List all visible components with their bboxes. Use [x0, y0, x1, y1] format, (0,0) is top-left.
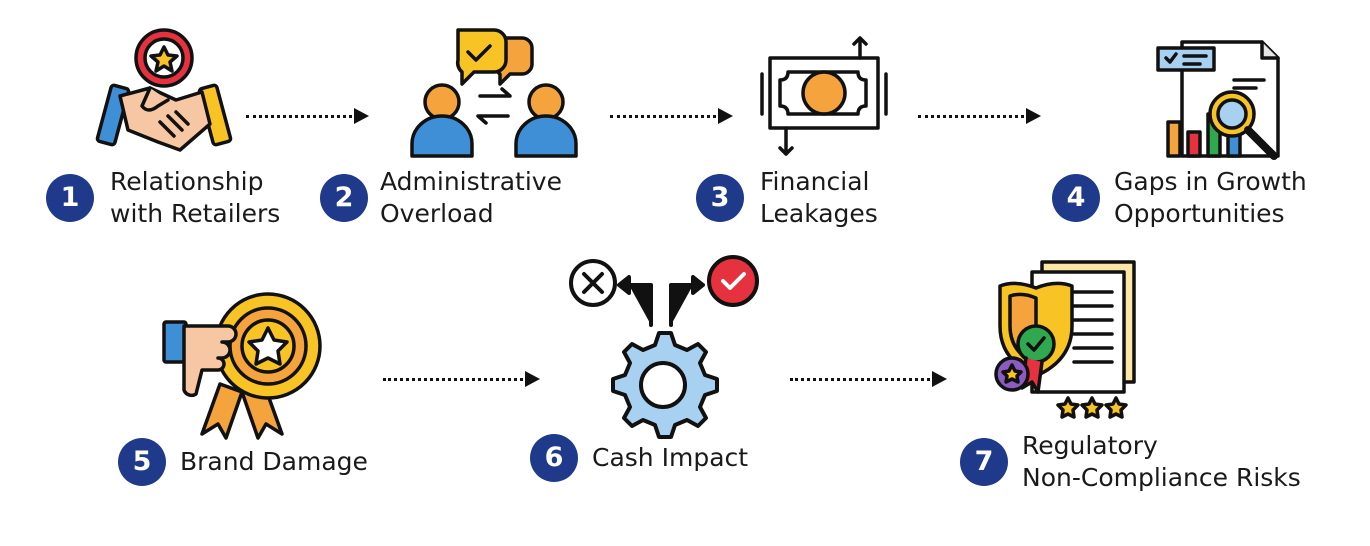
step-4-label: Gaps in Growth Opportunities: [1114, 166, 1307, 230]
step-4-label-line2: Opportunities: [1114, 199, 1285, 228]
flow-arrow-6-7: [790, 369, 948, 389]
step-2-badge: 2: [320, 174, 368, 222]
step-2-label-line2: Overload: [380, 199, 494, 228]
step-7-badge: 7: [960, 438, 1008, 486]
report-search-icon: [1154, 36, 1284, 162]
step-3-label: Financial Leakages: [760, 166, 878, 230]
step-1-label-line1: Relationship: [110, 167, 264, 196]
step-1-label-line2: with Retailers: [110, 199, 281, 228]
step-7-label-line2: Non-Compliance Risks: [1022, 463, 1301, 492]
thumbs-down-badge-icon: [160, 288, 326, 440]
flow-arrow-1-2: [246, 106, 370, 126]
people-exchange-icon: [408, 24, 580, 160]
money-flow-icon: [760, 30, 892, 160]
step-7-label: Regulatory Non-Compliance Risks: [1022, 430, 1301, 494]
step-4-label-line1: Gaps in Growth: [1114, 167, 1307, 196]
step-3-label-line1: Financial: [760, 167, 870, 196]
step-1-badge: 1: [46, 174, 94, 222]
handshake-award-icon: [95, 26, 233, 156]
step-2-label-line1: Administrative: [380, 167, 562, 196]
step-6-label: Cash Impact: [592, 442, 748, 474]
step-5-label: Brand Damage: [180, 446, 368, 478]
step-6-badge: 6: [530, 434, 578, 482]
gear-decision-icon: [565, 255, 765, 445]
step-5-badge: 5: [118, 438, 166, 486]
compliance-document-icon: [992, 258, 1142, 419]
step-6-label-line1: Cash Impact: [592, 443, 749, 472]
flow-arrow-5-6: [383, 369, 541, 389]
step-2-label: Administrative Overload: [380, 166, 562, 230]
step-5-label-line1: Brand Damage: [180, 447, 368, 476]
flow-arrow-2-3: [610, 106, 734, 126]
flow-arrow-3-4: [918, 106, 1042, 126]
step-4-badge: 4: [1052, 174, 1100, 222]
step-3-badge: 3: [696, 174, 744, 222]
step-7-label-line1: Regulatory: [1022, 431, 1158, 460]
step-3-label-line2: Leakages: [760, 199, 878, 228]
step-1-label: Relationship with Retailers: [110, 166, 280, 230]
